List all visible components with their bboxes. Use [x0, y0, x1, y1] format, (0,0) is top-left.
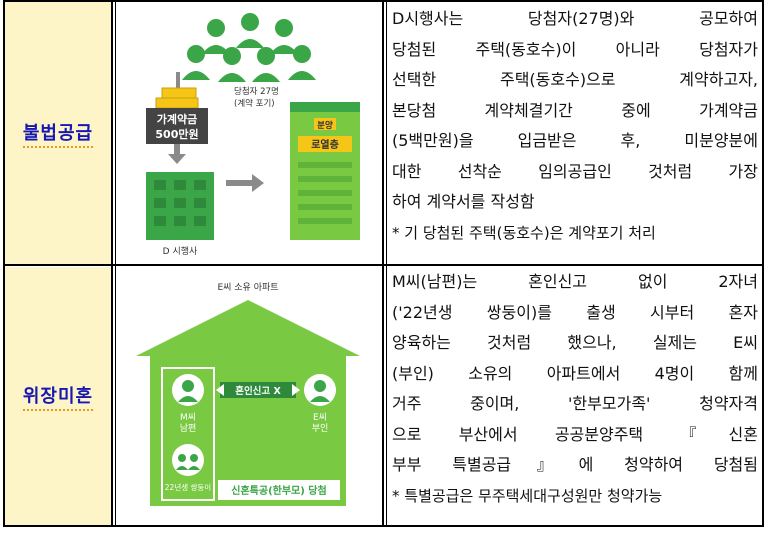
description-fake-single: M씨(남편)는 혼인신고 없이 2자녀 ('22년생 쌍둥이)를 출생 시부터 …: [392, 267, 758, 511]
description-line: 부부 특별공급』에 청약하여 당첨됨: [392, 455, 758, 474]
winners-sub-label: (계약 포기): [234, 98, 275, 109]
sale-badge-label: 분양: [317, 120, 333, 131]
arrow-right-icon: [292, 384, 300, 396]
house-roof-icon: [136, 300, 360, 356]
description-line: D시행사는 당첨자(27명)와 공모하여: [392, 9, 758, 28]
description-line: 으로 부산에서 공공분양주택 『신혼: [392, 424, 758, 444]
description-line: M씨(남편)는 혼인신고 없이 2자녀: [392, 272, 758, 291]
twins-avatar-icon: [172, 444, 204, 476]
developer-label: D 시행사: [163, 245, 198, 257]
winners-label: 당첨자 27명: [234, 86, 279, 97]
developer-building-icon: [146, 172, 214, 240]
description-note: * 기 당첨된 주택(동호수)은 계약포기 처리: [392, 223, 656, 242]
category-cell-fake-single: 위장미혼: [5, 267, 111, 525]
description-line: ('22년생 쌍둥이)를 출생 시부터 혼자: [392, 302, 758, 322]
house-label: E씨 소유 아파트: [217, 282, 278, 293]
win-banner: [218, 480, 340, 500]
description-line: 당첨된 주택(동호수)이 아니라 당첨자가: [392, 39, 758, 59]
description-line: 대한 선착순 임의공급인 것처럼 가장: [392, 161, 758, 181]
illustration-contract-scheme: 당첨자 27명 (계약 포기) 가계약금 500만원 D 시행사 분양 로열층: [146, 13, 360, 257]
category-cell-illegal-supply: 불법공급: [5, 2, 111, 264]
money-icon: [155, 87, 199, 109]
description-line: (5백만원)을 입금받은 후, 미분양분에: [392, 131, 758, 150]
category-label: 불법공급: [22, 119, 94, 148]
win-label: 신혼특공(한부모) 당첨: [231, 484, 326, 497]
deposit-amount: 500만원: [155, 127, 198, 141]
family-box: [161, 367, 215, 501]
description-line: 양육하는 것처럼 했으나, 실제는 E씨: [392, 333, 758, 352]
winners-group-icon: [182, 13, 316, 82]
category-label: 위장미혼: [22, 382, 94, 411]
marriage-banner: [220, 382, 296, 398]
description-line: (부인) 소유의 아파트에서 4명이 함께: [392, 363, 758, 383]
royal-floor-label: 로열층: [311, 138, 339, 151]
arrow-left-icon: [216, 384, 224, 396]
description-line: 거주 중이며, '한부모가족' 청약자격: [392, 394, 758, 413]
royal-floor-badge: [298, 136, 352, 152]
description-illegal-supply: D시행사는 당첨자(27명)와 공모하여 당첨된 주택(동호수)이 아니라 당첨…: [392, 4, 758, 248]
illustration-fake-single: E씨 소유 아파트 신혼특공(한부모) 당첨 M씨 남편 22년생 쌍둥이 혼인…: [136, 282, 360, 506]
husband-avatar-icon: [172, 374, 204, 406]
description-note: * 특별공급은 무주택세대구성원만 청약가능: [392, 486, 663, 505]
deposit-box: [146, 108, 208, 144]
description-line: 본당첨 계약체결기간 중에 가계약금: [392, 100, 758, 120]
row-divider: [3, 264, 764, 266]
description-line: 하여 계약서를 작성함: [392, 192, 535, 211]
column-divider: [115, 0, 116, 527]
wife-avatar-icon: [304, 374, 336, 406]
column-divider: [111, 0, 113, 527]
column-divider: [382, 0, 384, 527]
husband-role: 남편: [180, 422, 197, 434]
twins-label: 22년생 쌍둥이: [165, 482, 211, 492]
husband-name: M씨: [180, 412, 196, 423]
wife-name: E씨: [313, 412, 327, 423]
wife-role: 부인: [312, 423, 329, 434]
arrow-down-icon: [168, 154, 186, 164]
arrow-right-icon: [252, 174, 264, 192]
column-divider: [386, 0, 387, 527]
deposit-label: 가계약금: [157, 112, 197, 126]
sale-badge: [314, 118, 336, 130]
marriage-label: 혼인신고 X: [235, 385, 281, 397]
description-line: 선택한 주택(동호수)으로 계약하고자,: [392, 70, 758, 89]
